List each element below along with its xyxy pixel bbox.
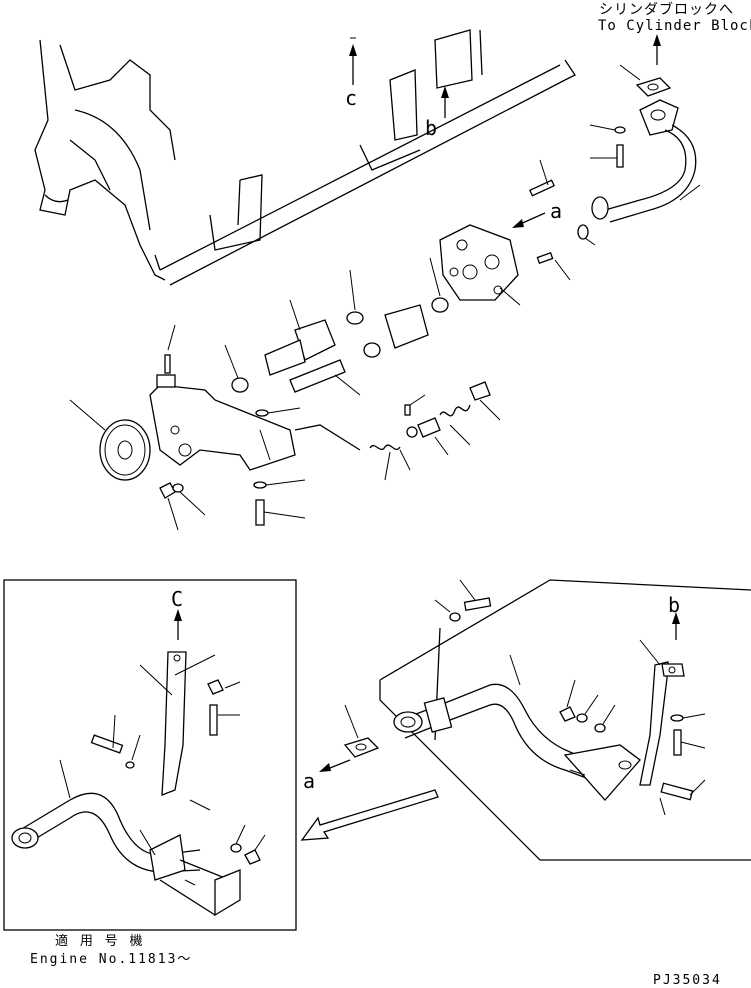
view-arrow-c: c — [345, 37, 357, 110]
gasket-top — [619, 64, 672, 97]
pump-cover — [439, 159, 596, 306]
oil-pipe-upper — [591, 99, 701, 223]
label-b-lower: b — [668, 593, 680, 617]
drive-gear — [69, 399, 151, 481]
applicable-en: Engine No.11813～ — [30, 952, 192, 967]
destination-jp: シリンダブロックへ — [599, 1, 734, 18]
pump-body — [149, 324, 301, 471]
direction-arrow — [300, 789, 439, 841]
nut-washer-gear — [159, 482, 206, 531]
label-a: a — [550, 199, 562, 223]
detail-right: b — [379, 579, 751, 861]
view-arrow-b: b — [425, 86, 449, 140]
cylinder-block-outline — [34, 29, 576, 286]
inset-left: C — [3, 579, 297, 931]
label-c: c — [345, 86, 357, 110]
relief-valve — [294, 381, 501, 481]
label-C-upper: C — [171, 587, 183, 611]
pump-gears — [224, 257, 449, 396]
destination-arrow — [653, 34, 661, 65]
label-a-lower: a — [303, 769, 315, 793]
destination-en: To Cylinder Block — [598, 18, 751, 34]
label-b: b — [425, 116, 437, 140]
view-arrow-a: a — [512, 199, 562, 228]
gasket-middle: a — [303, 704, 380, 793]
bolt-washer-pump — [253, 479, 306, 526]
bolt-washer-pipe — [589, 124, 626, 168]
drawing-code: PJ35034 — [653, 973, 722, 988]
applicable-jp: 適 用 号 機 — [55, 933, 144, 949]
